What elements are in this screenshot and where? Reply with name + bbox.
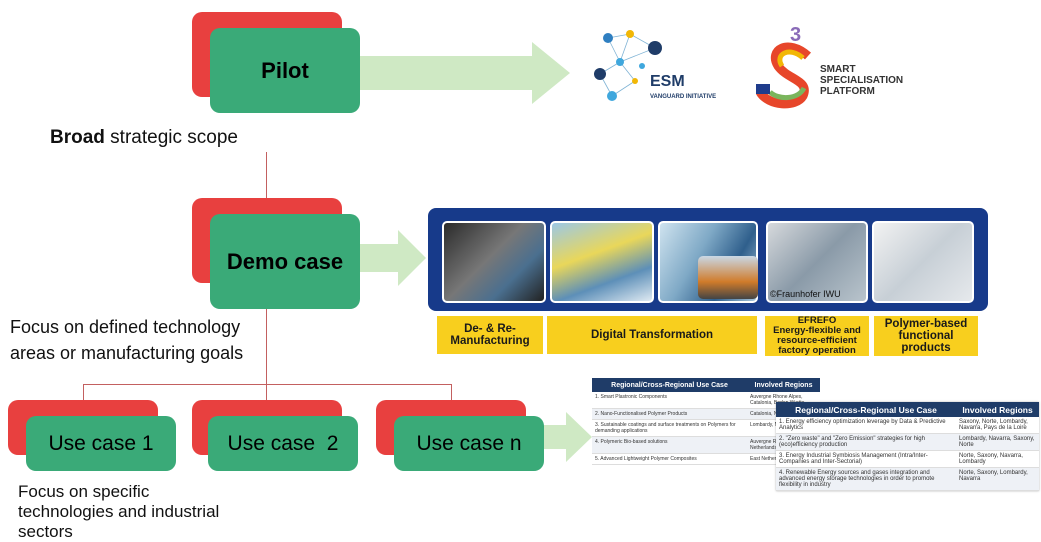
table-cell-usecase: 4. Polymeric Bio-based solutions — [595, 439, 668, 445]
esm-logo-icon — [594, 30, 662, 101]
category-digital-transformation: Digital Transformation — [547, 316, 757, 354]
photo-copyright: ©Fraunhofer IWU — [770, 289, 841, 299]
table-cell-usecase: 2. "Zero waste" and "Zero Emission" stra… — [779, 436, 925, 448]
table-cell-regions: Norte, Saxony, Lombardy, Navarra — [959, 470, 1028, 482]
photo-robot-arms — [550, 221, 654, 303]
table-row: 2. "Zero waste" and "Zero Emission" stra… — [776, 434, 1039, 451]
demo-caption-line2: areas or manufacturing goals — [10, 343, 244, 363]
category-polymer-line3: products — [901, 342, 951, 354]
table-row: 3. Sustainable coatings and surface trea… — [592, 420, 820, 437]
usecase2-label: Use case 2 — [227, 431, 339, 455]
table-cell-regions: Saxony, Norte, Lombardy, Navarra, Pays d… — [959, 419, 1028, 431]
category-digital-transformation-label: Digital Transformation — [590, 329, 714, 341]
table-row: 1. Energy efficiency optimization levera… — [776, 417, 1039, 434]
s3-logo-text: SMART SPECIALISATION PLATFORM — [820, 64, 903, 97]
category-polymer: Polymer-based functional products — [874, 316, 978, 356]
s3-platform-logo-icon — [756, 42, 812, 109]
table-cell-regions: Lombardy, Navarra, Saxony, Norte — [959, 436, 1035, 448]
connector-usecase2 — [266, 384, 267, 401]
connector-pilot-demo — [266, 152, 267, 200]
table-cell-usecase: 4. Renewable Energy sources and gases in… — [779, 470, 935, 488]
category-remanufacturing-line1: De- & Re- — [464, 323, 516, 335]
demo-box: Demo case — [210, 214, 360, 309]
category-efrefo-line4: factory operation — [778, 345, 856, 356]
usecasen-box: Use case n — [394, 416, 544, 471]
pilot-box: Pilot — [210, 28, 360, 113]
connector-usecasen — [451, 384, 452, 401]
table-cell-usecase: 3. Energy Industrial Symbiosis Managemen… — [779, 453, 928, 465]
esm-logo-subtitle: VANGUARD INITIATIVE — [650, 94, 717, 100]
table-cell-regions: Norte, Saxony, Navarra, Lombardy — [959, 453, 1023, 465]
photo-factory-operation — [766, 221, 868, 303]
connector-demo-usecases — [266, 309, 267, 385]
table-cell-regions: Catalonia, N — [750, 411, 778, 417]
table-cell-usecase: 3. Sustainable coatings and surface trea… — [595, 422, 736, 434]
category-polymer-line1: Polymer-based — [884, 318, 968, 330]
pilot-caption-bold: Broad — [50, 127, 105, 148]
s3-logo-line3: PLATFORM — [820, 86, 875, 97]
demo-caption: Focus on defined technology areas or man… — [10, 314, 243, 366]
table-back-col2: Involved Regions — [754, 381, 813, 389]
s3-logo-number: 3 — [790, 24, 802, 46]
table-row: 2. Nano-Functionalised Polymer Products C… — [592, 409, 820, 420]
usecases-caption-line2: technologies and industrial — [18, 502, 220, 521]
table-front-header: Regional/Cross-Regional Use Case Involve… — [776, 402, 1039, 417]
table-row: 3. Energy Industrial Symbiosis Managemen… — [776, 451, 1039, 468]
demo-caption-line1: Focus on defined technology — [10, 317, 241, 337]
category-efrefo-line1: EFREFO — [797, 315, 837, 326]
table-front-col1: Regional/Cross-Regional Use Case — [795, 404, 937, 415]
s3-logo-line2: SPECIALISATION — [820, 75, 904, 86]
s3-logo-line1: SMART — [820, 64, 856, 75]
pilot-caption: Broad strategic scope — [50, 125, 238, 151]
usecase1-box: Use case 1 — [26, 416, 176, 471]
table-front-col2: Involved Regions — [962, 404, 1033, 415]
usecase2-box: Use case 2 — [208, 416, 358, 471]
table-cell-regions: Lombardy, N Norte — [750, 422, 792, 428]
usecase1-label: Use case 1 — [48, 431, 154, 455]
usecases-caption-line3: sectors — [18, 522, 73, 541]
esm-logo-name: ESM — [650, 73, 685, 90]
table-cell-usecase: 1. Smart Plastronic Components — [595, 394, 667, 400]
usecase-table-front: Regional/Cross-Regional Use Case Involve… — [776, 402, 1039, 491]
table-row: 4. Renewable Energy sources and gases in… — [776, 468, 1039, 491]
category-polymer-line2: functional — [898, 330, 954, 342]
arrow-demo — [360, 230, 426, 286]
photo-polymer-lab — [872, 221, 974, 303]
usecasen-label: Use case n — [416, 431, 522, 455]
table-cell-usecase: 1. Energy efficiency optimization levera… — [779, 419, 946, 431]
table-back-header: Regional/Cross-Regional Use Case Involve… — [592, 378, 820, 392]
category-efrefo-line2: Energy-flexible and — [773, 325, 861, 336]
usecases-caption-line1: Focus on specific — [18, 482, 150, 501]
table-back-col1: Regional/Cross-Regional Use Case — [611, 381, 728, 389]
arrow-pilot — [360, 42, 570, 104]
category-efrefo: EFREFO Energy-flexible and resource-effi… — [765, 316, 869, 356]
demo-technology-panel: ©Fraunhofer IWU — [428, 208, 988, 311]
category-efrefo-line3: resource-efficient — [777, 335, 857, 346]
category-remanufacturing-line2: Manufacturing — [450, 335, 530, 347]
category-remanufacturing: De- & Re-Manufacturing — [437, 316, 543, 354]
table-cell-usecase: 5. Advanced Lightweight Polymer Composit… — [595, 456, 697, 462]
connector-usecase1 — [83, 384, 84, 401]
photo-remanufacturing — [442, 221, 546, 303]
pilot-caption-rest: strategic scope — [104, 127, 238, 148]
connector-usecases-horizontal — [83, 384, 451, 385]
pilot-label: Pilot — [261, 57, 309, 83]
table-cell-usecase: 2. Nano-Functionalised Polymer Products — [595, 411, 688, 417]
demo-label: Demo case — [226, 248, 344, 274]
arrow-usecases — [528, 412, 592, 462]
table-front-body: 1. Energy efficiency optimization levera… — [776, 417, 1039, 491]
usecases-caption: Focus on specific technologies and indus… — [18, 482, 219, 542]
photo-robot-line — [698, 256, 758, 299]
